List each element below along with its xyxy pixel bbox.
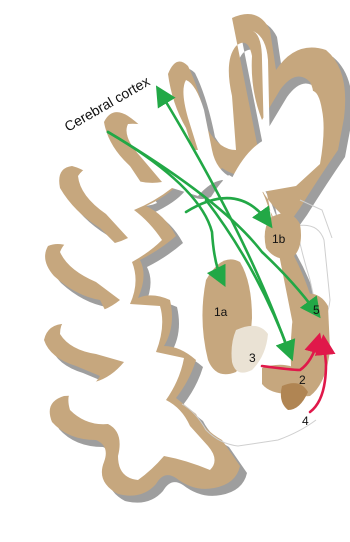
label-5: 5 [313, 303, 320, 317]
label-1b: 1b [272, 232, 286, 246]
label-3: 3 [249, 351, 256, 365]
label-4: 4 [302, 414, 309, 428]
label-2: 2 [299, 373, 306, 387]
substantia-nigra-compacta [281, 383, 308, 410]
label-1a: 1a [214, 305, 228, 319]
